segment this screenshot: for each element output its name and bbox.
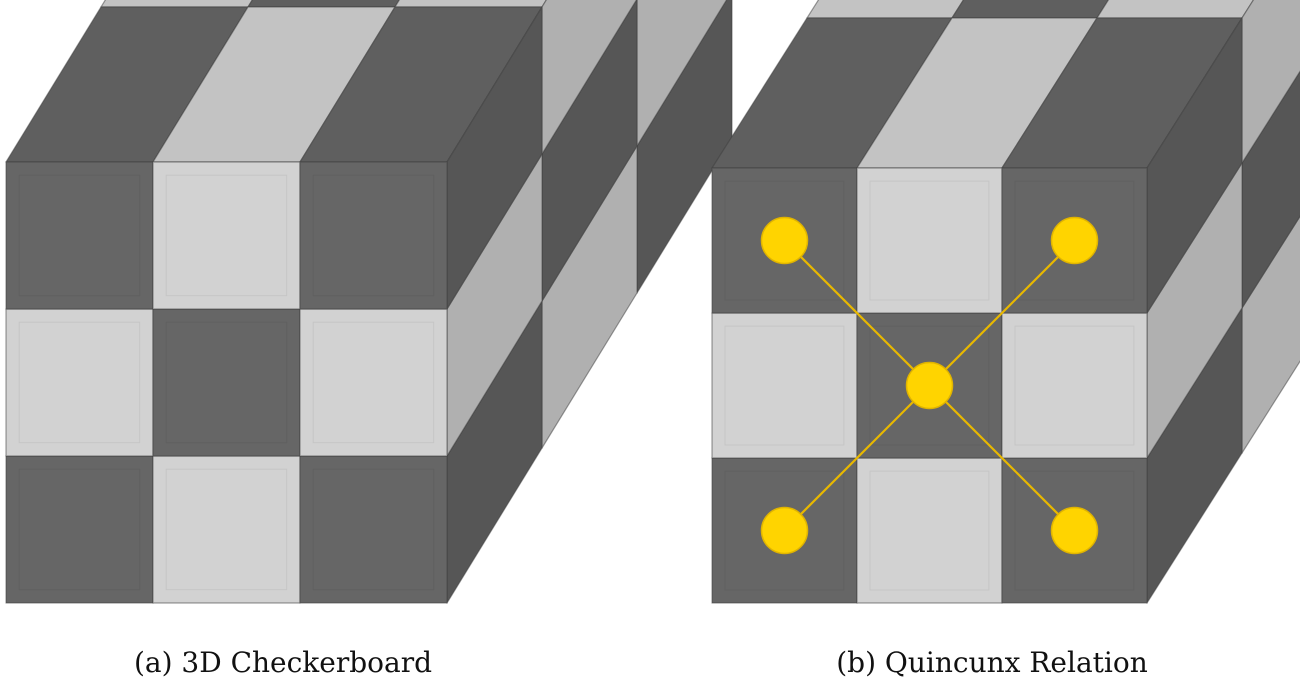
cube-cell-bevel	[165, 321, 288, 444]
cube-front-cell	[152, 455, 301, 604]
cube-cell-bevel	[724, 325, 845, 446]
cube-cell-bevel	[312, 468, 435, 591]
cube-cell-bevel	[18, 468, 141, 591]
cube-front-cell	[299, 161, 448, 310]
cube-cell-bevel	[1014, 470, 1135, 591]
cube-front-cell	[1001, 312, 1148, 459]
cube-front-cell	[5, 455, 154, 604]
quincunx-link	[928, 384, 1076, 532]
cube-front-cell	[5, 308, 154, 457]
cube-cell-bevel	[312, 174, 435, 297]
cube-cell-bevel	[724, 180, 845, 301]
quincunx-corner-node	[760, 506, 809, 555]
caption-a: (a) 3D Checkerboard	[134, 646, 432, 679]
cube-cell-bevel	[312, 321, 435, 444]
cube-front-cell	[856, 167, 1003, 314]
quincunx-link	[928, 239, 1076, 387]
cube-front-cell	[152, 308, 301, 457]
cube-front-cell	[299, 455, 448, 604]
cube-front-cell	[856, 457, 1003, 604]
quincunx-link	[783, 384, 931, 532]
cube-cell-bevel	[1014, 325, 1135, 446]
panel-checkerboard	[5, 0, 733, 604]
quincunx-center-node	[905, 361, 954, 410]
quincunx-corner-node	[1050, 506, 1099, 555]
cube-cell-bevel	[165, 174, 288, 297]
panel-quincunx	[711, 0, 1300, 604]
cube-front-cell	[5, 161, 154, 310]
quincunx-corner-node	[1050, 216, 1099, 265]
cube-cell-bevel	[165, 468, 288, 591]
quincunx-corner-node	[760, 216, 809, 265]
cube-cell-bevel	[869, 325, 990, 446]
cube-cell-bevel	[869, 470, 990, 591]
cube-cell-bevel	[869, 180, 990, 301]
cube-front-cell	[299, 308, 448, 457]
quincunx-link	[783, 239, 931, 387]
cube-cell-bevel	[724, 470, 845, 591]
cube-cell-bevel	[18, 321, 141, 444]
cube-front-cell	[711, 312, 858, 459]
cube-cell-bevel	[1014, 180, 1135, 301]
caption-b: (b) Quincunx Relation	[836, 646, 1148, 679]
cube-cell-bevel	[18, 174, 141, 297]
cube-front-cell	[152, 161, 301, 310]
